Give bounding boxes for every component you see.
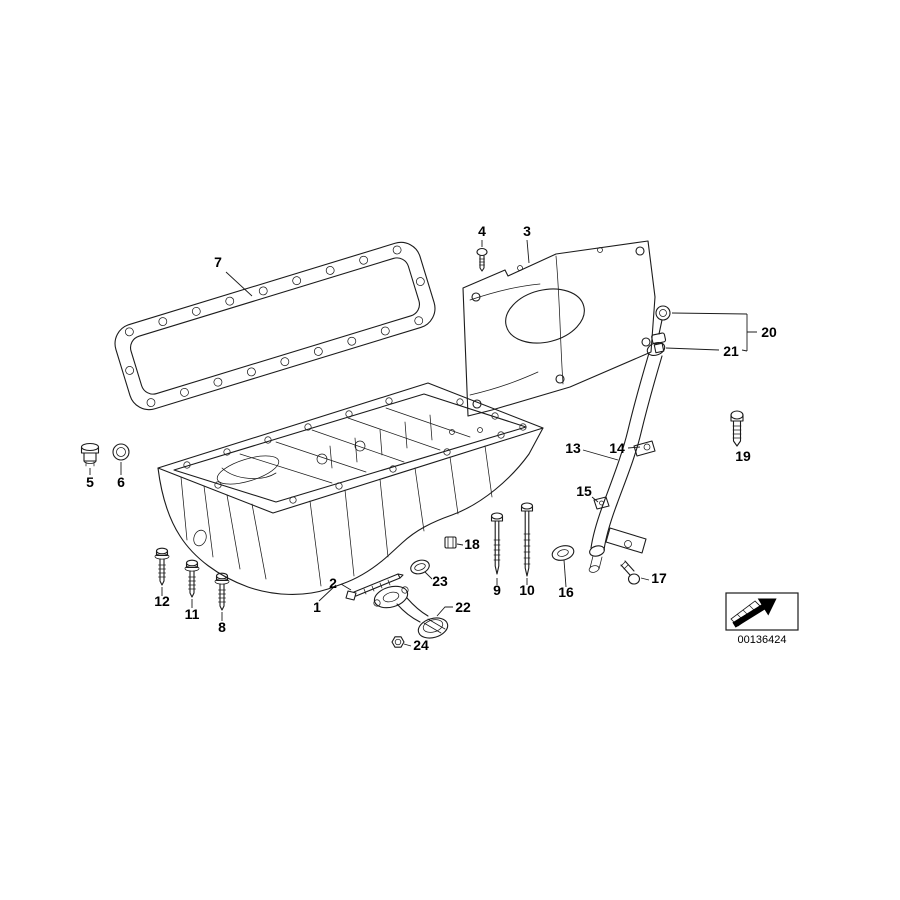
callout-16[interactable]: 16 (558, 584, 574, 600)
callout-10[interactable]: 10 (519, 582, 535, 598)
callout-19[interactable]: 19 (735, 448, 751, 464)
clamp-part-15 (593, 496, 610, 510)
direction-arrow-icon (730, 598, 777, 628)
guide-tube-part-13 (588, 342, 666, 573)
screw-part-17 (620, 560, 641, 585)
callout-labels: 7 4 3 20 21 13 14 15 19 5 6 1 2 23 18 9 … (86, 223, 777, 653)
callout-9[interactable]: 9 (493, 582, 501, 598)
dipstick-part-20 (651, 305, 671, 354)
callout-24[interactable]: 24 (413, 637, 429, 653)
callout-8[interactable]: 8 (218, 619, 226, 635)
document-number: 00136424 (738, 634, 787, 646)
callout-22[interactable]: 22 (455, 599, 471, 615)
bolt-part-10 (520, 502, 534, 577)
callout-12[interactable]: 12 (154, 593, 170, 609)
drain-plug-part-5 (80, 442, 100, 467)
baffle-plate-part (462, 240, 656, 417)
washer-part-6 (112, 443, 130, 461)
seal-ring-part-16 (551, 545, 575, 561)
bolt-part-9 (490, 512, 504, 575)
screw-part-8 (214, 572, 230, 611)
callout-6[interactable]: 6 (117, 474, 125, 490)
callout-20[interactable]: 20 (761, 324, 777, 340)
grommet-part-21 (651, 332, 667, 354)
callout-21[interactable]: 21 (723, 343, 739, 359)
diagram-footnote: 00136424 (725, 592, 799, 646)
callout-18[interactable]: 18 (464, 536, 480, 552)
callout-4[interactable]: 4 (478, 223, 486, 239)
tube-bracket-part-14 (633, 440, 656, 457)
screw-part-12 (154, 547, 170, 586)
callout-15[interactable]: 15 (576, 483, 592, 499)
clip-part-18 (444, 536, 457, 549)
screw-part-4 (476, 247, 488, 272)
callout-17[interactable]: 17 (651, 570, 667, 586)
callout-3[interactable]: 3 (523, 223, 531, 239)
suction-pipe-part-22 (373, 585, 449, 639)
callout-2[interactable]: 2 (329, 575, 337, 591)
nut-part-24 (391, 636, 405, 648)
leader-lines (89, 239, 757, 647)
callout-14[interactable]: 14 (609, 440, 625, 456)
callout-5[interactable]: 5 (86, 474, 94, 490)
callout-1[interactable]: 1 (313, 599, 321, 615)
callout-13[interactable]: 13 (565, 440, 581, 456)
callout-23[interactable]: 23 (432, 573, 448, 589)
o-ring-part-23 (410, 559, 430, 575)
callout-7[interactable]: 7 (214, 254, 222, 270)
screw-part-11 (184, 559, 200, 598)
gasket-part (114, 241, 436, 411)
bolt-part-19 (730, 410, 744, 447)
callout-11[interactable]: 11 (185, 606, 200, 622)
stud-part-2 (345, 573, 404, 601)
oil-pan-part (157, 382, 544, 595)
